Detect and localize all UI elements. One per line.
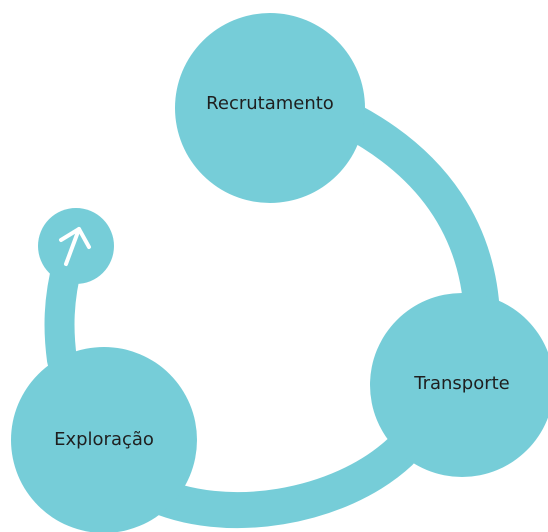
arrow-up-icon xyxy=(59,227,91,266)
connector-recrutamento-transporte xyxy=(332,102,500,333)
node-transporte-label: Transporte xyxy=(413,373,510,394)
node-recrutamento: Recrutamento xyxy=(175,13,365,203)
node-exploracao: Exploração xyxy=(11,347,197,532)
node-exploracao-circle xyxy=(11,347,197,532)
node-transporte-circle xyxy=(370,293,548,477)
node-transporte: Transporte xyxy=(370,293,548,477)
start-marker-circle xyxy=(38,208,114,284)
node-exploracao-label: Exploração xyxy=(54,429,154,450)
start-marker xyxy=(38,208,114,284)
connector-transporte-exploracao xyxy=(132,434,418,529)
node-recrutamento-circle xyxy=(175,13,365,203)
node-recrutamento-label: Recrutamento xyxy=(206,93,334,114)
